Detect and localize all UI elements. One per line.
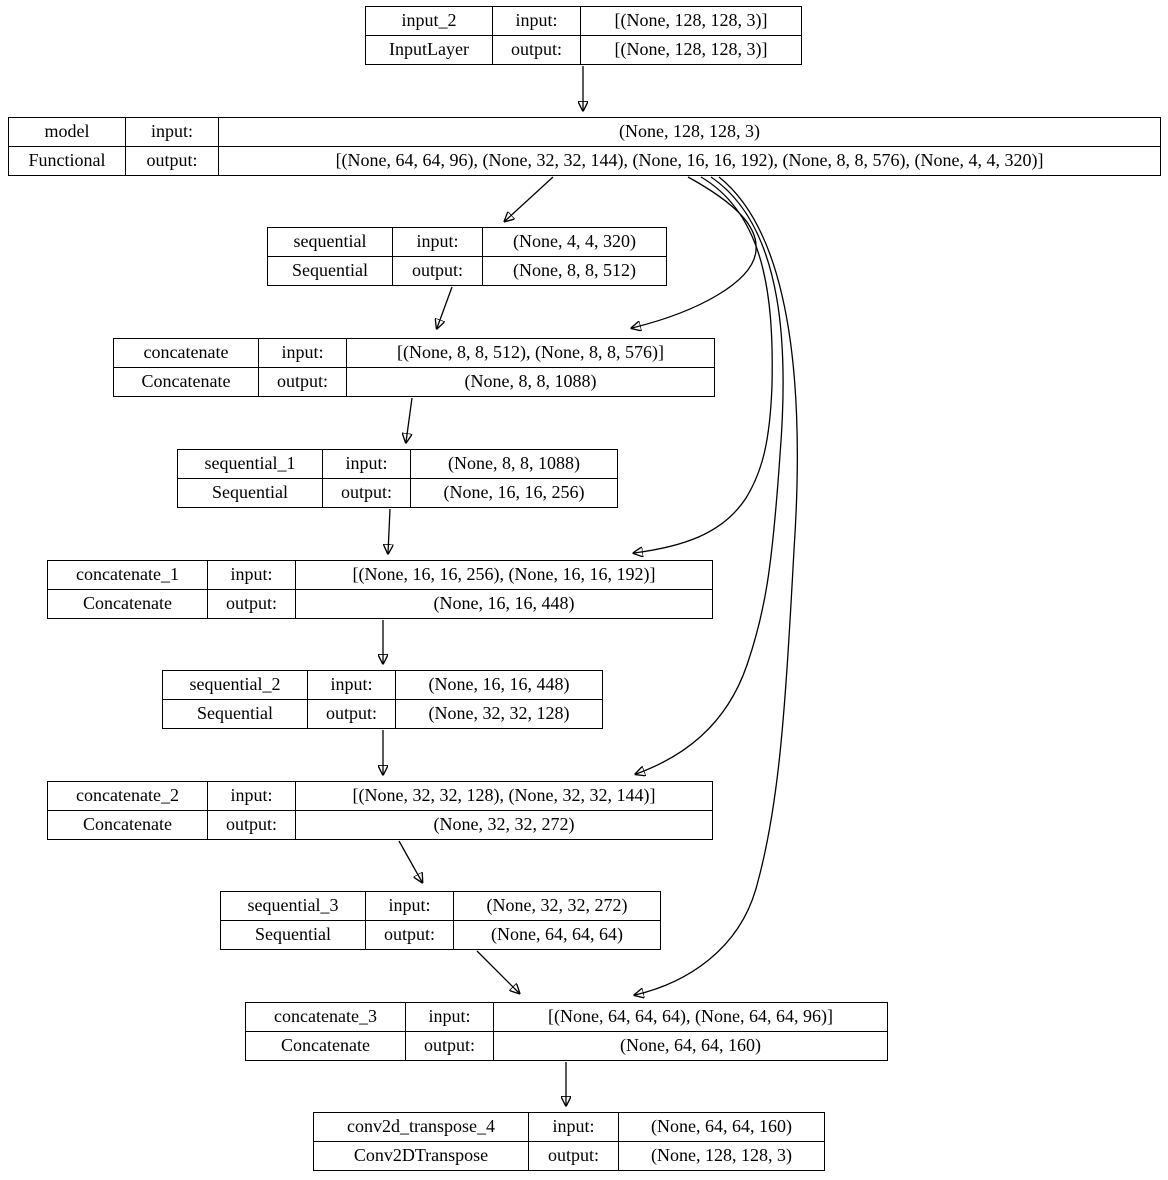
output-shape: (None, 16, 16, 448) <box>433 593 575 614</box>
input-label: input: <box>208 782 296 811</box>
layer-class: Concatenate <box>114 367 259 396</box>
input-shape: [(None, 16, 16, 256), (None, 16, 16, 192… <box>296 561 712 590</box>
input-shape: (None, 16, 16, 448) <box>396 671 602 700</box>
input-label: input: <box>493 7 581 36</box>
input-shape: [(None, 128, 128, 3)] <box>581 7 801 36</box>
input-label: input: <box>366 892 454 921</box>
layer-class: InputLayer <box>366 35 493 64</box>
output-label: output: <box>493 35 581 64</box>
input-shape: (None, 4, 4, 320) <box>483 228 666 257</box>
layer-class: Conv2DTranspose <box>314 1141 529 1170</box>
input-shape: [(None, 8, 8, 512), (None, 8, 8, 576)] <box>347 339 714 368</box>
layer-class: Concatenate <box>246 1031 406 1060</box>
edge-model-to-concatenate_2 <box>636 176 784 774</box>
edge-concatenate-to-sequential_1 <box>406 397 413 442</box>
output-shape: (None, 8, 8, 512) <box>513 260 636 281</box>
layer-name: input_2 <box>366 7 493 36</box>
output-label: output: <box>308 699 396 728</box>
layer-name: concatenate_2 <box>48 782 208 811</box>
output-label: output: <box>208 810 296 839</box>
input-label: input: <box>208 561 296 590</box>
input-shape: (None, 8, 8, 1088) <box>411 450 617 479</box>
output-shape: (None, 8, 8, 1088) <box>464 371 597 392</box>
layer-class: Concatenate <box>48 589 208 618</box>
edge-model-to-concatenate_3 <box>635 176 798 995</box>
output-shape: (None, 32, 32, 272) <box>433 814 575 835</box>
output-shape: (None, 64, 64, 160) <box>620 1035 761 1056</box>
layer-name: concatenate_1 <box>48 561 208 590</box>
layer-class: Sequential <box>221 920 366 949</box>
output-label: output: <box>393 256 483 285</box>
output-label: output: <box>126 146 219 175</box>
edge-model-to-concatenate <box>632 176 757 328</box>
layer-name: concatenate <box>114 339 259 368</box>
output-shape: [(None, 64, 64, 96), (None, 32, 32, 144)… <box>335 150 1044 171</box>
input-shape: [(None, 32, 32, 128), (None, 32, 32, 144… <box>296 782 712 811</box>
input-label: input: <box>126 118 219 147</box>
edge-sequential_3-to-concatenate_3 <box>476 950 519 993</box>
input-label: input: <box>393 228 483 257</box>
output-label: output: <box>529 1141 619 1170</box>
output-label: output: <box>406 1031 494 1060</box>
layer-class: Sequential <box>268 256 393 285</box>
input-label: input: <box>308 671 396 700</box>
layer-name: sequential_1 <box>178 450 323 479</box>
layer-class: Sequential <box>178 478 323 507</box>
edge-concatenate_2-to-sequential_3 <box>398 840 422 882</box>
output-label: output: <box>259 367 347 396</box>
layer-class: Sequential <box>163 699 308 728</box>
edge-model-to-concatenate_1 <box>634 176 773 553</box>
input-label: input: <box>259 339 347 368</box>
layer-name: conv2d_transpose_4 <box>314 1113 529 1142</box>
output-shape: [(None, 128, 128, 3)] <box>614 39 768 60</box>
input-shape: (None, 64, 64, 160) <box>619 1113 824 1142</box>
input-shape: (None, 32, 32, 272) <box>454 892 660 921</box>
input-shape: [(None, 64, 64, 64), (None, 64, 64, 96)] <box>494 1003 887 1032</box>
layer-name: sequential_2 <box>163 671 308 700</box>
output-label: output: <box>323 478 411 507</box>
output-label: output: <box>208 589 296 618</box>
input-shape: (None, 128, 128, 3) <box>219 118 1160 147</box>
layer-name: sequential <box>268 228 393 257</box>
layer-name: model <box>9 118 126 147</box>
edge-sequential_1-to-concatenate_1 <box>388 508 390 553</box>
layer-class: Functional <box>9 146 126 175</box>
layer-name: concatenate_3 <box>246 1003 406 1032</box>
input-label: input: <box>529 1113 619 1142</box>
input-label: input: <box>323 450 411 479</box>
output-shape: (None, 64, 64, 64) <box>491 924 623 945</box>
layer-name: sequential_3 <box>221 892 366 921</box>
input-label: input: <box>406 1003 494 1032</box>
edge-sequential-to-concatenate <box>437 286 453 328</box>
edge-model-to-sequential <box>505 176 554 221</box>
output-label: output: <box>366 920 454 949</box>
layer-class: Concatenate <box>48 810 208 839</box>
output-shape: (None, 16, 16, 256) <box>443 482 585 503</box>
output-shape: (None, 32, 32, 128) <box>428 703 570 724</box>
output-shape: (None, 128, 128, 3) <box>651 1145 792 1166</box>
